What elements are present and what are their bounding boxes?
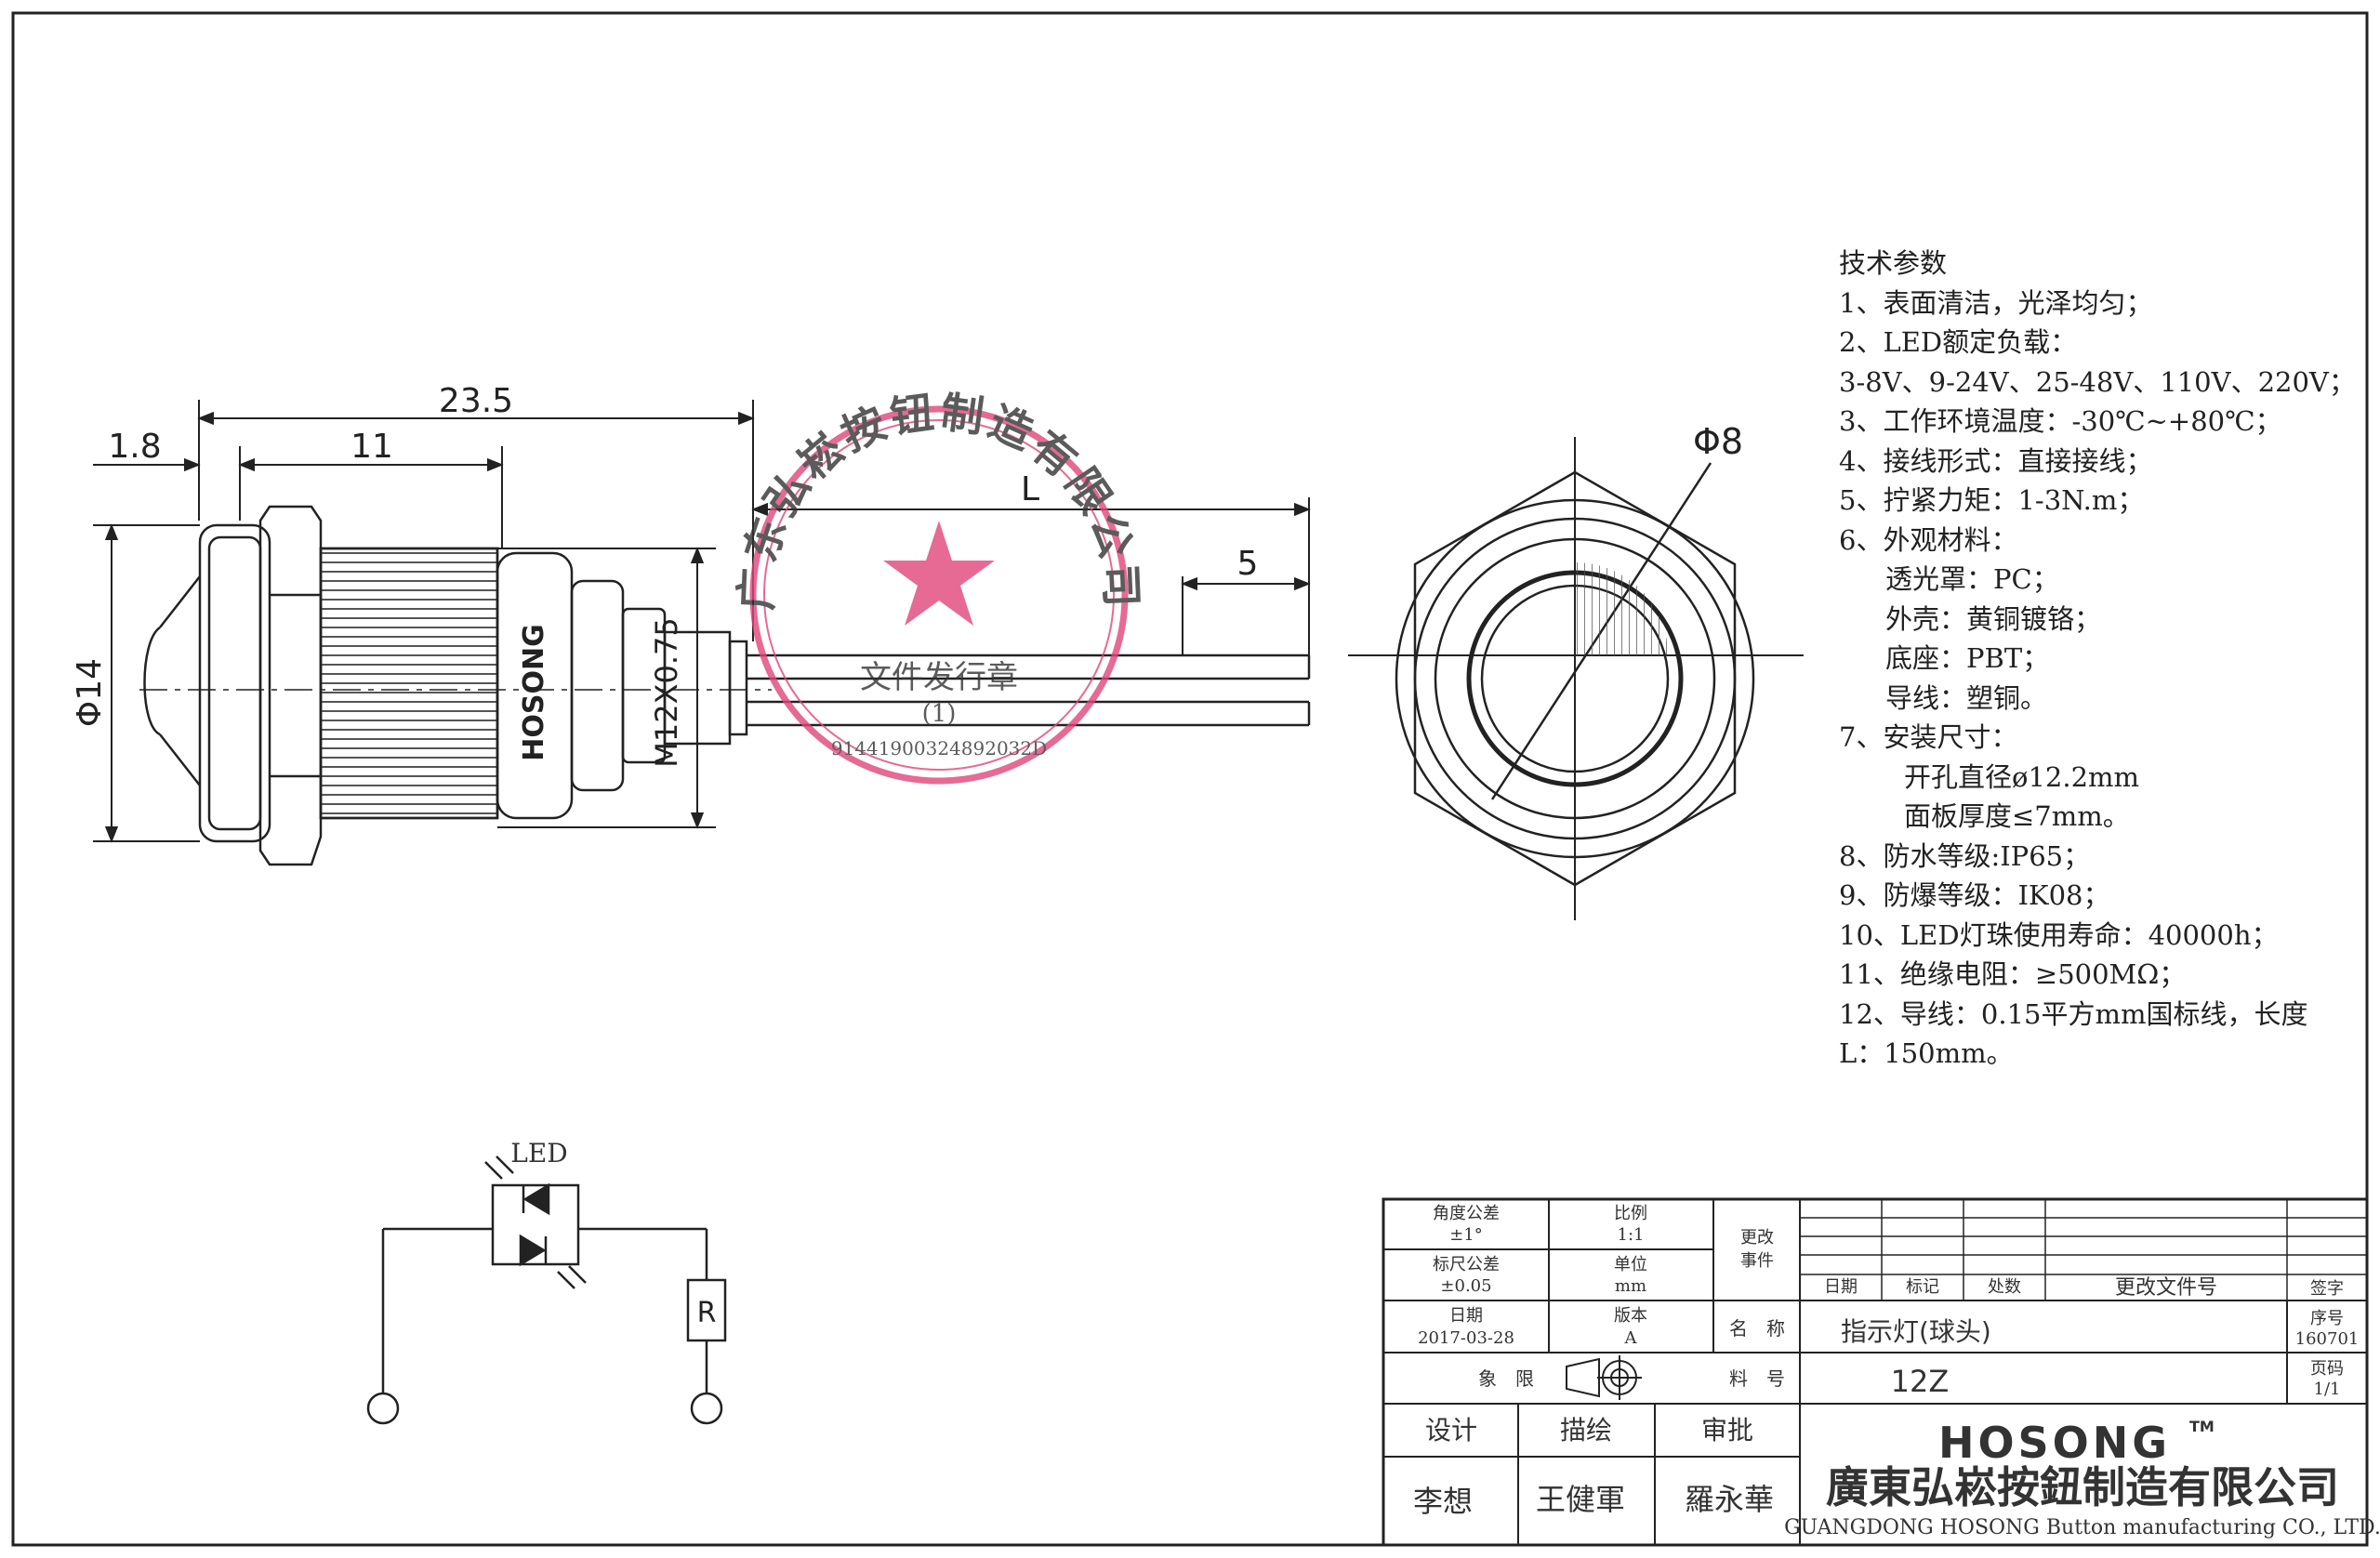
tb-part-label: 料 号 [1729, 1367, 1785, 1390]
company-logo: HOSONG [1938, 1418, 2171, 1468]
tb-scale-value: 1:1 [1618, 1225, 1645, 1245]
front-view [1348, 437, 1804, 920]
dim-1-8: 1.8 [108, 428, 161, 466]
spec-line: 3、工作环境温度：-30℃~+80℃； [1839, 405, 2282, 437]
tb-quadrant-label: 象 限 [1478, 1367, 1534, 1390]
spec-line: 透光罩：PC； [1885, 563, 2059, 595]
stamp-number: (1) [922, 700, 957, 728]
tb-part-value: 12Z [1891, 1364, 1950, 1399]
tb-date-label: 日期 [1449, 1306, 1483, 1326]
dim-phi14: Φ14 [71, 658, 109, 727]
dim-11: 11 [350, 428, 393, 466]
spec-line: 开孔直径ø12.2mm [1904, 760, 2140, 793]
spec-line: 面板厚度≤7mm。 [1904, 800, 2130, 832]
tb-name-value: 指示灯(球头) [1841, 1316, 1991, 1347]
tb-rev-count-label: 处数 [1988, 1277, 2021, 1297]
spec-line: 12、导线：0.15平方mm国标线，长度 [1839, 997, 2308, 1030]
title-block [1382, 1197, 2369, 1547]
tb-scale-label: 比例 [1614, 1204, 1647, 1223]
tb-rev-mark-label: 标记 [1906, 1277, 1939, 1297]
spec-line: L：150mm。 [1839, 1037, 2014, 1069]
resistor-label: R [697, 1297, 717, 1329]
dim-phi8: Φ8 [1693, 421, 1743, 462]
projection-symbol-icon [1566, 1355, 1642, 1400]
company-logo-tm: TM [2189, 1418, 2215, 1435]
stamp-inner-text: 文件发行章 [860, 659, 1018, 696]
tb-page-label: 页码 [2310, 1359, 2344, 1379]
spec-line: 8、防水等级:IP65； [1839, 839, 2091, 872]
tb-drafter: 王健軍 [1536, 1482, 1625, 1517]
tb-dim-tol-value: ±0.05 [1440, 1276, 1491, 1296]
tb-draw-label: 描绘 [1560, 1415, 1612, 1446]
tb-change-label-2: 事件 [1740, 1251, 1774, 1271]
stamp-star-icon [883, 521, 995, 626]
tb-version-label: 版本 [1614, 1306, 1647, 1326]
spec-line: 2、LED额定负载： [1839, 326, 2078, 358]
dimension-lines [93, 400, 1311, 843]
tb-rev-date-label: 日期 [1824, 1277, 1858, 1297]
company-stamp: 广东弘崧按钮制造有限公司 文件发行章 (1) 91441900324892032… [731, 387, 1144, 785]
tb-rev-sign-label: 签字 [2310, 1279, 2344, 1299]
spec-line: 5、拧紧力矩：1-3N.m； [1839, 484, 2145, 516]
spec-line: 底座：PBT； [1885, 642, 2050, 674]
tb-page-value: 1/1 [2314, 1380, 2341, 1399]
spec-line: 11、绝缘电阻：≥500MΩ； [1839, 958, 2187, 990]
tb-unit-label: 单位 [1614, 1255, 1647, 1274]
sheet-border [11, 11, 2369, 1547]
dim-23-5: 23.5 [439, 382, 513, 420]
tb-serial-value: 160701 [2295, 1329, 2360, 1349]
front-hatch [1575, 562, 1668, 655]
tb-angle-tol-label: 角度公差 [1433, 1204, 1500, 1223]
technical-specs: 技术参数 1、表面清洁，光泽均匀； 2、LED额定负载： 3-8V、9-24V、… [1839, 244, 2360, 1074]
specs-title: 技术参数 [1839, 247, 1948, 279]
stamp-code: 91441900324892032D [831, 737, 1047, 759]
tb-angle-tol-value: ±1° [1449, 1225, 1483, 1245]
tb-change-label-1: 更改 [1740, 1228, 1774, 1248]
dim-5: 5 [1237, 545, 1259, 583]
company-name-cn: 廣東弘崧按鈕制造有限公司 [1826, 1462, 2339, 1512]
dim-thread: M12X0.75 [649, 617, 684, 768]
spec-line: 7、安装尺寸： [1839, 721, 2018, 753]
spec-line: 1、表面清洁，光泽均匀； [1839, 286, 2153, 319]
schematic [366, 1155, 727, 1425]
tb-date-value: 2017-03-28 [1418, 1328, 1514, 1348]
side-view [139, 505, 1311, 866]
tb-dim-tol-label: 标尺公差 [1433, 1255, 1500, 1274]
body-brand-text: HOSONG [518, 624, 550, 760]
tb-designer: 李想 [1413, 1484, 1473, 1519]
tb-design-label: 设计 [1425, 1415, 1477, 1446]
tb-name-label: 名 称 [1729, 1317, 1785, 1340]
dim-L: L [1021, 470, 1039, 508]
spec-line: 9、防爆等级：IK08； [1839, 879, 2110, 911]
spec-line: 外壳：黄铜镀铬； [1885, 602, 2102, 635]
spec-line: 6、外观材料： [1839, 523, 2018, 556]
led-label: LED [510, 1138, 567, 1168]
company-name-en: GUANGDONG HOSONG Button manufacturing CO… [1784, 1516, 2380, 1539]
tb-approver: 羅永華 [1685, 1482, 1774, 1517]
tb-serial-label: 序号 [2310, 1309, 2344, 1328]
spec-line: 导线：塑铜。 [1885, 681, 2048, 714]
spec-line: 10、LED灯珠使用寿命：40000h； [1839, 918, 2279, 951]
tb-rev-doc-label: 更改文件号 [2115, 1276, 2217, 1300]
tb-approve-label: 审批 [1701, 1415, 1753, 1446]
spec-line: 4、接线形式：直接接线； [1839, 444, 2153, 477]
tb-version-value: A [1624, 1328, 1638, 1348]
spec-line: 3-8V、9-24V、25-48V、110V、220V； [1839, 365, 2356, 398]
tb-unit-value: mm [1615, 1276, 1646, 1296]
